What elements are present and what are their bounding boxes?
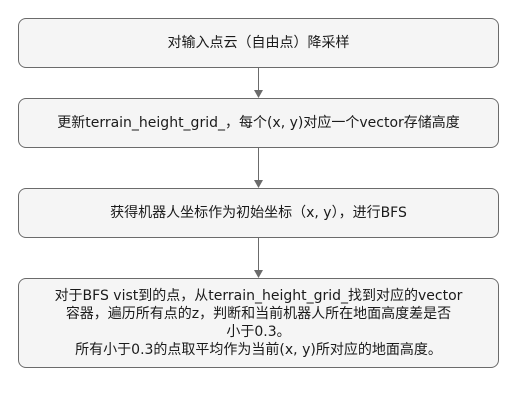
step-ground-height-line-2: 容器，遍历所有点的z，判断和当前机器人所在地面高度差是否	[65, 306, 452, 322]
step-update-grid-text: 更新terrain_height_grid_，每个(x, y)对应一个vecto…	[57, 115, 460, 131]
step-ground-height-line-1: 对于BFS vist到的点，从terrain_height_grid_找到对应的…	[54, 288, 463, 304]
step-ground-height-line-4: 所有小于0.3的点取平均作为当前(x, y)所对应的地面高度。	[75, 342, 442, 358]
arrow-3-to-4	[254, 238, 263, 278]
step-ground-height-node: 对于BFS vist到的点，从terrain_height_grid_找到对应的…	[18, 278, 499, 368]
step-ground-height-line-3: 小于0.3。	[226, 324, 291, 340]
step-downsample-node: 对输入点云（自由点）降采样	[18, 18, 499, 68]
step-downsample-text: 对输入点云（自由点）降采样	[167, 35, 350, 51]
arrow-2-to-3	[254, 148, 263, 188]
step-bfs-start-text: 获得机器人坐标作为初始坐标（x, y），进行BFS	[110, 205, 407, 221]
step-bfs-start-node: 获得机器人坐标作为初始坐标（x, y），进行BFS	[18, 188, 499, 238]
step-update-grid-node: 更新terrain_height_grid_，每个(x, y)对应一个vecto…	[18, 98, 499, 148]
arrow-1-to-2	[254, 68, 263, 98]
